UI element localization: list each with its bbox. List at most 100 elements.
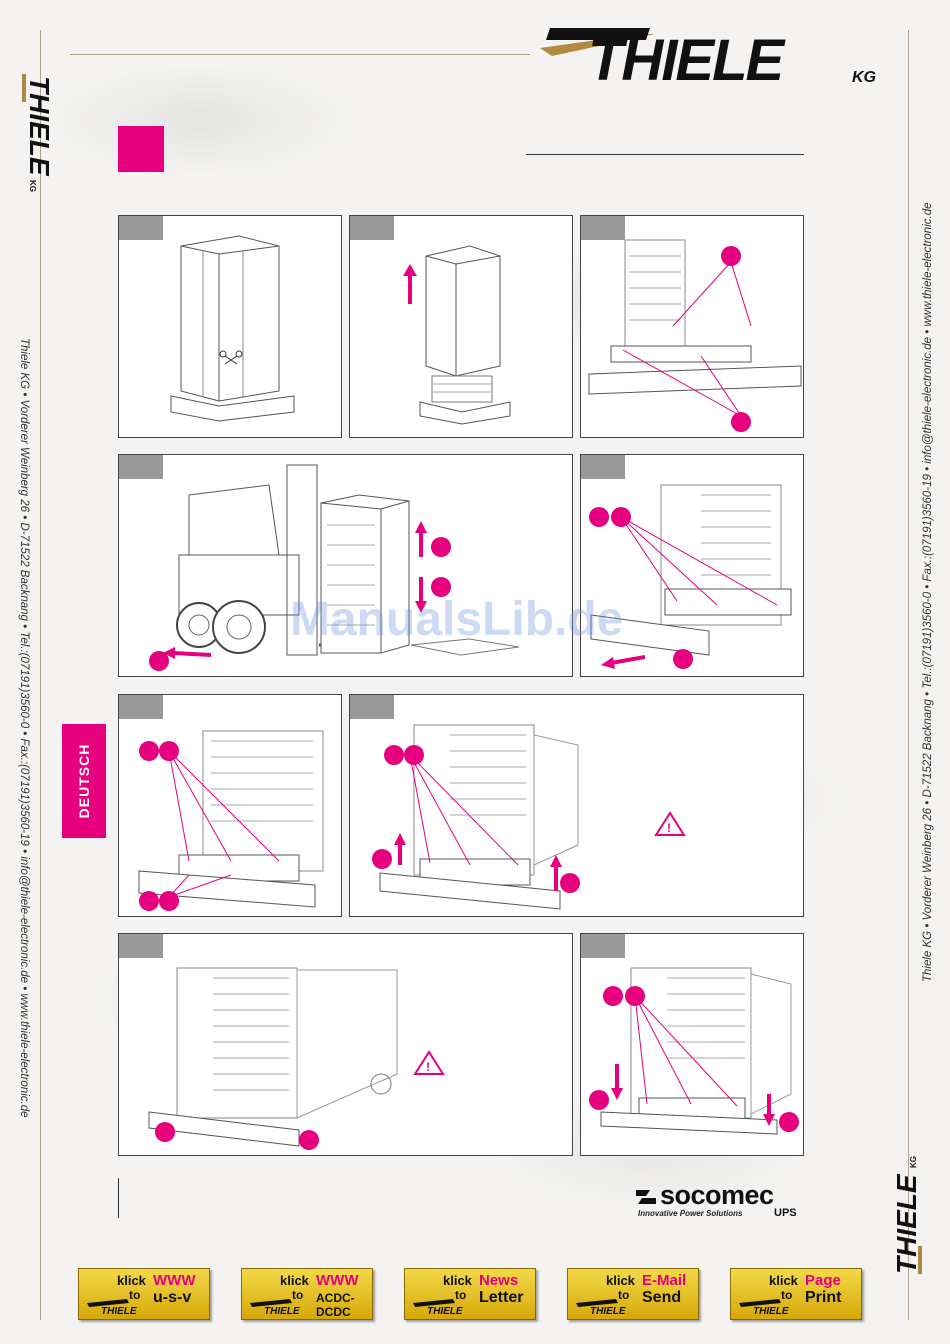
language-tab-label: DEUTSCH <box>76 743 92 819</box>
to-label: to <box>455 1288 467 1302</box>
button-title: Page <box>805 1272 841 1289</box>
klick-label: klick <box>117 1273 146 1288</box>
right-address: Thiele KG • Vorderer Weinberg 26 • D-715… <box>922 202 934 983</box>
step-panel-3 <box>580 215 804 438</box>
svg-text:!: ! <box>667 821 671 835</box>
step-tab <box>350 695 394 719</box>
screw-fitting-illustration <box>138 730 324 911</box>
button-title: News <box>479 1272 519 1289</box>
svg-text:KG: KG <box>28 180 37 192</box>
step-panel-8: ! <box>118 933 573 1156</box>
warning-icon: ! <box>413 1050 445 1075</box>
button-subtitle: u-s-v <box>153 1289 192 1306</box>
svg-text:THIELE: THIELE <box>590 1306 626 1315</box>
step-panel-9 <box>580 933 804 1156</box>
step-tab <box>119 695 163 719</box>
step-panel-7: ! <box>349 694 804 917</box>
step-panel-6 <box>118 694 342 917</box>
button-title: E-Mail <box>642 1272 687 1289</box>
step-panel-1 <box>118 215 342 438</box>
socomec-ups: UPS <box>774 1207 797 1219</box>
svg-text:THIELE: THIELE <box>588 28 787 90</box>
arrow-down-icon <box>415 577 427 613</box>
svg-text:KG: KG <box>909 1156 918 1168</box>
left-address: Thiele KG • Vorderer Weinberg 26 • D-715… <box>18 338 30 1118</box>
arrow-down-icon <box>763 1094 775 1126</box>
to-label: to <box>129 1288 141 1302</box>
klick-label: klick <box>280 1273 309 1288</box>
step-tab <box>581 455 625 479</box>
step-tab <box>350 216 394 240</box>
to-label: to <box>618 1288 630 1302</box>
arrow-up-icon <box>403 264 417 304</box>
button-newsletter[interactable]: THIELE klick to News Letter <box>404 1268 536 1320</box>
to-label: to <box>781 1288 793 1302</box>
button-title: WWW <box>316 1272 359 1289</box>
socomec-logo: socomec Innovative Power Solutions UPS <box>634 1180 806 1224</box>
svg-text:THIELE: THIELE <box>427 1306 463 1315</box>
thiele-mini-logo: THIELE <box>87 1299 137 1315</box>
svg-text:THIELE: THIELE <box>24 76 55 177</box>
button-subtitle: Send <box>642 1289 682 1306</box>
svg-text:THIELE: THIELE <box>753 1306 789 1315</box>
forklift-icon <box>176 464 380 656</box>
step-tab <box>581 934 625 958</box>
socomec-mark-icon <box>636 1190 656 1204</box>
top-rule <box>70 54 530 55</box>
button-subtitle: Letter <box>479 1289 524 1306</box>
side-thiele-logo: THIELE KG <box>18 74 58 214</box>
section-marker <box>118 126 164 172</box>
button-print[interactable]: THIELE klick to Page Print <box>730 1268 862 1320</box>
klick-label: klick <box>769 1273 798 1288</box>
arrow-left-icon <box>601 655 646 669</box>
footer-marker-line <box>118 1178 119 1218</box>
bracket-removal-illustration <box>588 239 802 432</box>
svg-text:THIELE: THIELE <box>101 1306 137 1315</box>
step-tab <box>119 934 163 958</box>
bottom-thiele-logo: THIELE KG <box>891 1136 926 1276</box>
scissors-icon <box>219 350 243 365</box>
thiele-mini-logo: THIELE <box>413 1299 463 1315</box>
thiele-mini-logo: THIELE <box>576 1299 626 1315</box>
step-tab <box>119 455 163 479</box>
thiele-mini-logo: THIELE <box>250 1299 300 1315</box>
watermark: ManualsLib.de <box>290 593 624 646</box>
button-acdc[interactable]: THIELE klick to WWW ACDC-DCDC <box>241 1268 373 1320</box>
lift-base-illustration: ! <box>372 724 686 910</box>
klick-label: klick <box>606 1273 635 1288</box>
arrow-up-icon <box>415 521 427 557</box>
step-panel-5 <box>580 454 804 677</box>
klick-label: klick <box>443 1273 472 1288</box>
forklift-illustration <box>149 464 520 671</box>
step-tab <box>581 216 625 240</box>
left-frame-line <box>40 30 41 1320</box>
arrow-up-icon <box>394 833 406 865</box>
thiele-mini-logo: THIELE <box>739 1299 789 1315</box>
warning-icon: ! <box>654 811 686 836</box>
arrow-up-icon <box>550 855 562 891</box>
arrow-left-icon <box>163 647 212 659</box>
button-title: WWW <box>153 1272 196 1289</box>
svg-text:!: ! <box>426 1060 430 1074</box>
svg-text:KG: KG <box>852 69 876 86</box>
language-tab[interactable]: DEUTSCH <box>62 724 106 838</box>
step-tab <box>119 216 163 240</box>
button-usv[interactable]: THIELE klick to WWW u-s-v <box>78 1268 210 1320</box>
button-subtitle: ACDC-DCDC <box>316 1291 355 1319</box>
step-panel-2 <box>349 215 573 438</box>
step-panel-4 <box>118 454 573 677</box>
button-subtitle: Print <box>805 1289 842 1306</box>
socomec-tagline: Innovative Power Solutions <box>638 1209 743 1218</box>
header-rule <box>526 154 804 155</box>
unit-placed-illustration: ! <box>148 967 445 1150</box>
svg-text:THIELE: THIELE <box>264 1306 300 1315</box>
arrow-down-icon <box>611 1064 623 1100</box>
thiele-logo: THIELE KG <box>530 26 890 93</box>
to-label: to <box>292 1288 304 1302</box>
right-frame-line <box>908 30 909 1320</box>
socomec-name: socomec <box>660 1180 774 1210</box>
base-lower-illustration <box>589 967 799 1135</box>
box-lift-illustration <box>403 245 511 425</box>
button-email[interactable]: THIELE klick to E-Mail Send <box>567 1268 699 1320</box>
boxed-ups-illustration <box>170 235 295 422</box>
